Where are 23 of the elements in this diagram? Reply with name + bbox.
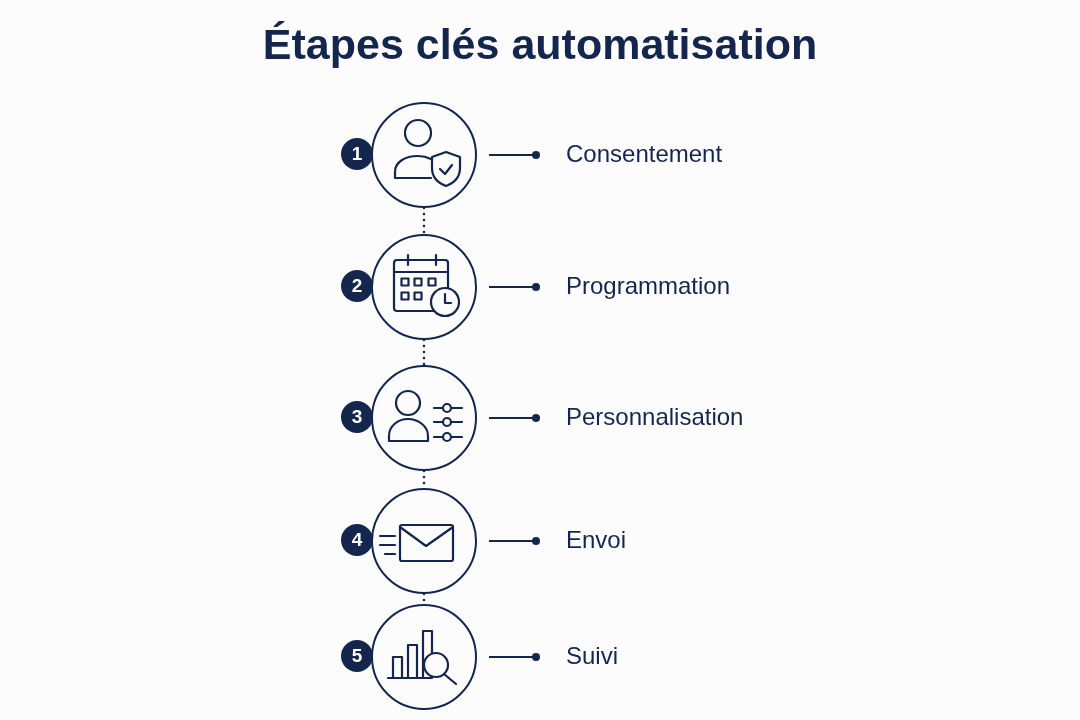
diagram-title: Étapes clés automatisation <box>262 19 818 70</box>
connector-line <box>488 653 540 661</box>
dotted-connector <box>422 338 426 367</box>
step-circle <box>371 488 477 594</box>
dotted-connector <box>422 206 426 236</box>
step-number-badge: 3 <box>341 401 373 433</box>
step-number-badge: 5 <box>341 640 373 672</box>
step-label: Programmation <box>566 270 731 302</box>
step-circle <box>371 365 477 471</box>
step-label: Consentement <box>566 138 723 170</box>
step-circle <box>371 234 477 340</box>
step-label: Suivi <box>566 640 619 672</box>
connector-line <box>488 151 540 159</box>
connector-line <box>488 537 540 545</box>
step-label: Envoi <box>566 524 627 556</box>
connector-line <box>488 283 540 291</box>
step-circle <box>371 604 477 710</box>
step-circle <box>371 102 477 208</box>
step-label: Personnalisation <box>566 401 744 433</box>
step-number-badge: 2 <box>341 270 373 302</box>
connector-line <box>488 414 540 422</box>
step-number-badge: 4 <box>341 524 373 556</box>
step-number-badge: 1 <box>341 138 373 170</box>
